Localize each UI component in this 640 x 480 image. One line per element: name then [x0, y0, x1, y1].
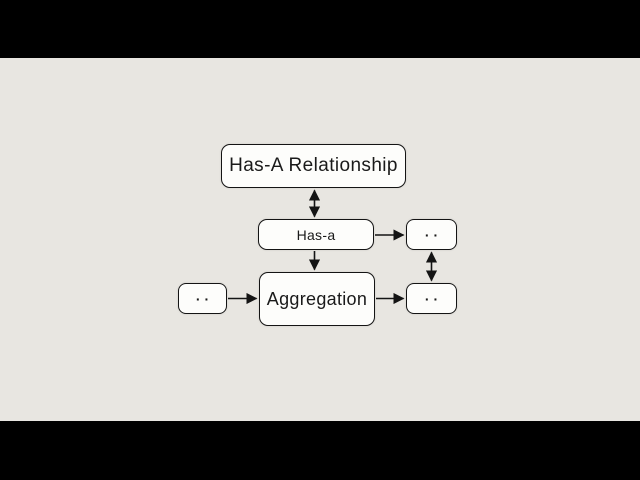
node-has-a: Has-a — [258, 219, 374, 250]
node-has-a-relationship: Has-A Relationship — [221, 144, 406, 188]
node-stub-left-label: ·· — [195, 290, 214, 307]
node-stub-top-right: ·· — [406, 219, 457, 250]
node-aggregation: Aggregation — [259, 272, 375, 326]
node-stub-bottom-right: ·· — [406, 283, 457, 314]
node-has-a-label: Has-a — [296, 226, 336, 243]
node-stub-top-right-label: ·· — [424, 226, 443, 243]
letterbox-top-bar — [0, 0, 640, 58]
node-stub-left: ·· — [178, 283, 227, 314]
node-aggregation-label: Aggregation — [266, 288, 368, 309]
node-stub-bottom-right-label: ·· — [424, 290, 443, 307]
node-has-a-relationship-label: Has-A Relationship — [229, 155, 398, 176]
letterbox-bottom-bar — [0, 421, 640, 480]
